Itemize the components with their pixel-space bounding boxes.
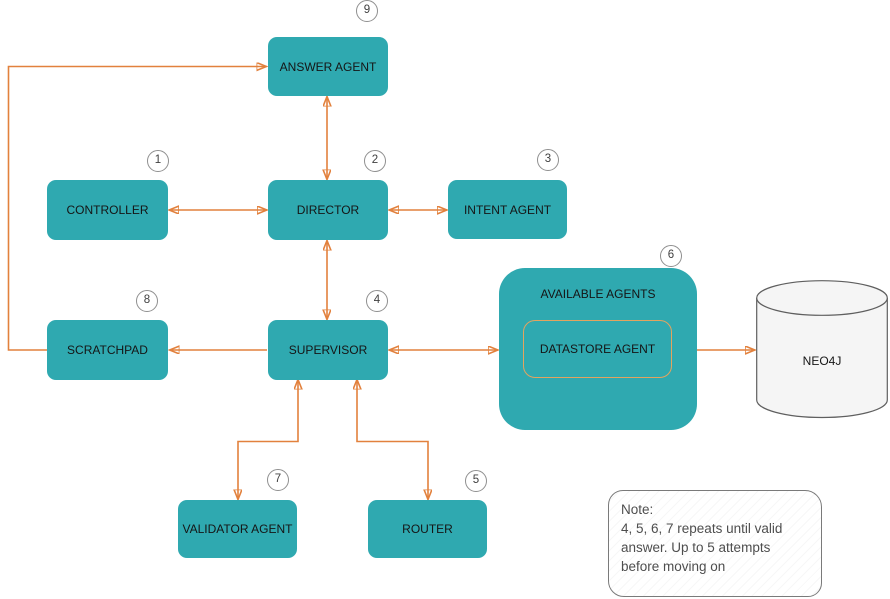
node-label: SUPERVISOR (288, 343, 368, 357)
node-label: SCRATCHPAD (67, 343, 148, 357)
step-badge-8[interactable]: 8 (136, 290, 158, 312)
node-label: INTENT AGENT (463, 202, 552, 217)
step-badge-3[interactable]: 3 (537, 149, 559, 171)
node-available-agents[interactable]: AVAILABLE AGENTS DATASTORE AGENT (499, 268, 697, 430)
note-title: Note: (621, 502, 654, 517)
node-label: DATASTORE AGENT (539, 342, 656, 356)
node-label: DIRECTOR (296, 203, 360, 217)
node-label: VALIDATOR AGENT (182, 522, 293, 536)
node-intent-agent[interactable]: INTENT AGENT (448, 180, 567, 239)
node-controller[interactable]: CONTROLLER (47, 180, 168, 240)
node-director[interactable]: DIRECTOR (268, 180, 388, 240)
node-answer-agent[interactable]: ANSWER AGENT (268, 37, 388, 96)
step-badge-9[interactable]: 9 (356, 0, 378, 22)
database-cylinder-icon (756, 280, 888, 419)
node-supervisor[interactable]: SUPERVISOR (268, 320, 388, 380)
step-badge-5[interactable]: 5 (465, 470, 487, 492)
connector-scratchpad-answer[interactable] (7, 67, 267, 351)
node-scratchpad[interactable]: SCRATCHPAD (47, 320, 168, 380)
node-label: CONTROLLER (66, 203, 149, 217)
step-badge-2[interactable]: 2 (364, 150, 386, 172)
node-neo4j[interactable]: NEO4J (756, 280, 888, 419)
step-badge-4[interactable]: 4 (366, 290, 388, 312)
node-label: ROUTER (402, 522, 453, 536)
note-body: 4, 5, 6, 7 repeats until valid answer. U… (621, 521, 783, 574)
step-badge-1[interactable]: 1 (147, 150, 169, 172)
step-badge-6[interactable]: 6 (660, 245, 682, 267)
connector-supervisor-router[interactable] (357, 380, 428, 500)
node-validator-agent[interactable]: VALIDATOR AGENT (178, 500, 297, 558)
connector-supervisor-validator[interactable] (238, 380, 298, 500)
node-label: AVAILABLE AGENTS (540, 287, 656, 301)
node-router[interactable]: ROUTER (368, 500, 487, 558)
step-badge-7[interactable]: 7 (267, 469, 289, 491)
node-label: ANSWER AGENT (279, 59, 377, 74)
node-label: NEO4J (802, 354, 842, 368)
node-datastore-agent[interactable]: DATASTORE AGENT (523, 320, 672, 378)
note-box[interactable]: Note: 4, 5, 6, 7 repeats until valid ans… (608, 490, 822, 597)
